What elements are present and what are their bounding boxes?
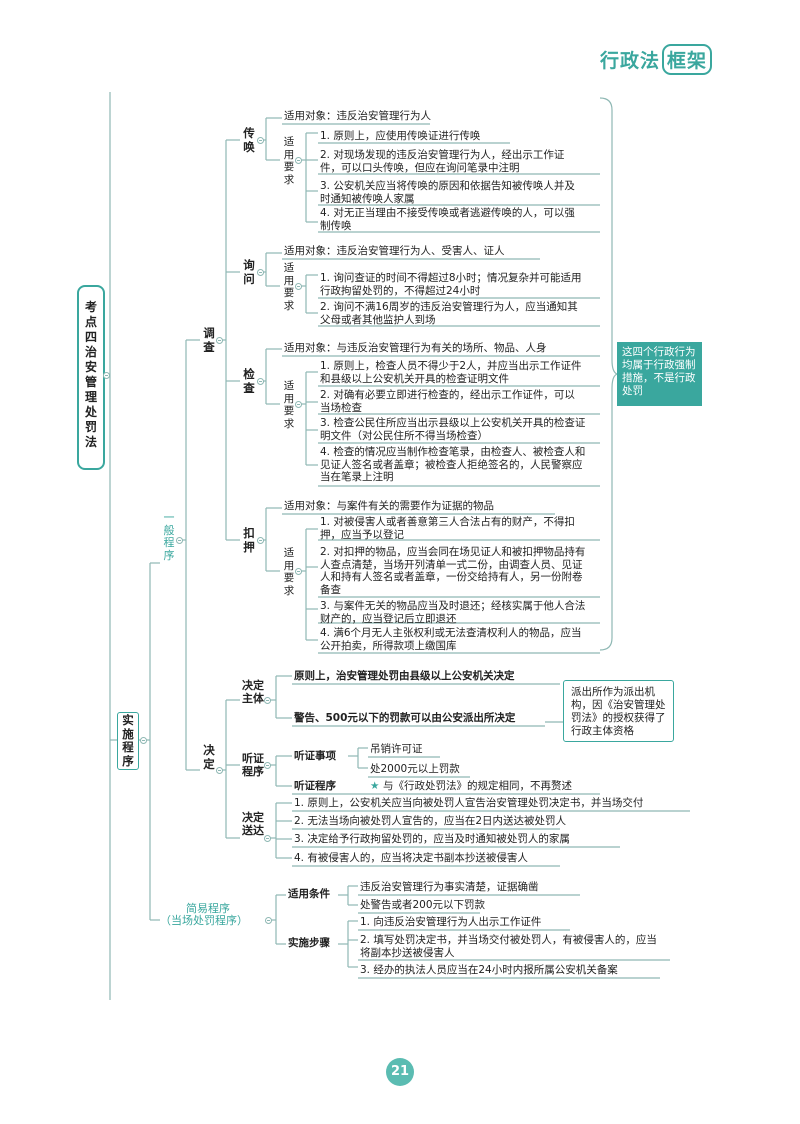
decision-label: 决定 bbox=[203, 743, 215, 771]
collapse-icon[interactable] bbox=[295, 157, 302, 164]
root-node: 实施程序 bbox=[122, 713, 134, 768]
seizure-item: 4. 满6个月无人主张权利或无法查清权利人的物品，应当公开拍卖，所得款项上缴国库 bbox=[320, 627, 582, 652]
inquiry-target: 适用对象：违反治安管理行为人、受害人、证人 bbox=[284, 245, 505, 257]
inquiry-label: 询问 bbox=[243, 258, 255, 286]
hearing-label: 听证程序 bbox=[242, 752, 264, 778]
police-station-callout: 派出所作为派出机构，因《治安管理处罚法》的授权获得了行政主体资格 bbox=[563, 680, 674, 742]
decision-subject-label: 决定主体 bbox=[242, 679, 264, 705]
summons-req-label: 适用要求 bbox=[283, 136, 295, 186]
inspection-target: 适用对象：与违反治安管理行为有关的场所、物品、人身 bbox=[284, 342, 547, 354]
hearing-matters-label: 听证事项 bbox=[294, 750, 336, 762]
collapse-icon[interactable] bbox=[140, 737, 147, 744]
decision-subject-exception: 警告、500元以下的罚款可以由公安派出所决定 bbox=[294, 712, 516, 724]
collapse-icon[interactable] bbox=[295, 283, 302, 290]
collapse-icon[interactable] bbox=[295, 568, 302, 575]
collapse-icon[interactable] bbox=[295, 401, 302, 408]
inspection-item: 3. 检查公民住所应当出示县级以上公安机关开具的检查证明文件（对公民住所不得当场… bbox=[320, 417, 586, 442]
simple-steps-label: 实施步骤 bbox=[288, 937, 330, 949]
simple-step: 1. 向违反治安管理行为人出示工作证件 bbox=[360, 916, 542, 928]
investigation-label: 调查 bbox=[203, 326, 215, 354]
delivery-item: 2. 无法当场向被处罚人宣告的，应当在2日内送达被处罚人 bbox=[294, 815, 567, 827]
inquiry-item: 1. 询问查证的时间不得超过8小时；情况复杂并可能适用行政拘留处罚的，不得超过2… bbox=[320, 272, 582, 297]
collapse-icon[interactable] bbox=[257, 269, 264, 276]
inspection-label: 检查 bbox=[243, 367, 255, 395]
delivery-item: 3. 决定给予行政拘留处罚的，应当及时通知被处罚人的家属 bbox=[294, 833, 570, 845]
summons-label: 传唤 bbox=[243, 126, 255, 154]
summons-item: 1. 原则上，应使用传唤证进行传唤 bbox=[320, 130, 481, 142]
inspection-req-label: 适用要求 bbox=[283, 380, 295, 430]
brand-text: 行政法 bbox=[600, 50, 661, 72]
collapse-icon[interactable] bbox=[257, 137, 264, 144]
delivery-item: 1. 原则上，公安机关应当向被处罚人宣告治安管理处罚决定书，并当场交付 bbox=[294, 797, 644, 809]
collapse-icon[interactable] bbox=[216, 767, 223, 774]
collapse-icon[interactable] bbox=[264, 762, 271, 769]
hearing-matter: 吊销许可证 bbox=[370, 743, 423, 755]
simple-condition: 违反治安管理行为事实清楚，证据确凿 bbox=[360, 881, 539, 893]
simple-step: 3. 经办的执法人员应当在24小时内报所属公安机关备案 bbox=[360, 964, 618, 976]
seizure-label: 扣押 bbox=[243, 526, 255, 554]
hearing-procedure-label: 听证程序 bbox=[294, 780, 336, 792]
star-icon: ★ bbox=[370, 780, 380, 792]
brand-box: 框架 bbox=[662, 44, 713, 75]
collapse-icon[interactable] bbox=[257, 537, 264, 544]
inquiry-req-label: 适用要求 bbox=[283, 262, 295, 312]
collapse-icon[interactable] bbox=[103, 372, 110, 379]
summons-item: 2. 对现场发现的违反治安管理行为人，经出示工作证件，可以口头传唤，但应在询问笔… bbox=[320, 149, 565, 174]
hearing-procedure: 与《行政处罚法》的规定相同，不再赘述 bbox=[383, 780, 572, 792]
summons-item: 4. 对无正当理由不接受传唤或者逃避传唤的人，可以强制传唤 bbox=[320, 207, 575, 232]
inquiry-item: 2. 询问不满16周岁的违反治安管理行为人，应当通知其父母或者其他监护人到场 bbox=[320, 301, 578, 326]
simple-program-sublabel: （当场处罚程序） bbox=[160, 914, 248, 927]
collapse-icon[interactable] bbox=[216, 337, 223, 344]
seizure-item: 1. 对被侵害人或者善意第三人合法占有的财产，不得扣押，应当予以登记 bbox=[320, 516, 575, 541]
seizure-item: 3. 与案件无关的物品应当及时退还；经核实属于他人合法财产的，应当登记后立即退还 bbox=[320, 600, 586, 625]
simple-condition: 处警告或者200元以下罚款 bbox=[360, 899, 486, 911]
inspection-item: 2. 对确有必要立即进行检查的，经出示工作证件，可以当场检查 bbox=[320, 389, 575, 414]
simple-step: 2. 填写处罚决定书，并当场交付被处罚人，有被侵害人的，应当将副本抄送被侵害人 bbox=[360, 934, 657, 959]
collapse-icon[interactable] bbox=[257, 378, 264, 385]
seizure-target: 适用对象：与案件有关的需要作为证据的物品 bbox=[284, 500, 494, 512]
enforcement-measures-callout: 这四个行政行为均属于行政强制措施，不是行政处罚 bbox=[617, 342, 702, 406]
collapse-icon[interactable] bbox=[264, 835, 271, 842]
general-program-label: 一般程序 bbox=[163, 511, 175, 562]
summons-target: 适用对象：违反治安管理行为人 bbox=[284, 110, 431, 122]
summons-item: 3. 公安机关应当将传唤的原因和依据告知被传唤人并及时通知被传唤人家属 bbox=[320, 180, 575, 205]
root-node-box bbox=[117, 712, 139, 770]
decision-subject-principle: 原则上，治安管理处罚由县级以上公安机关决定 bbox=[294, 670, 515, 682]
collapse-icon[interactable] bbox=[264, 697, 271, 704]
inspection-item: 4. 检查的情况应当制作检查笔录，由检查人、被检查人和见证人签名或者盖章；被检查… bbox=[320, 446, 586, 483]
page-title: 考点四 治安管理处罚法 bbox=[84, 300, 97, 449]
collapse-icon[interactable] bbox=[265, 917, 272, 924]
page-number: 21 bbox=[386, 1058, 414, 1086]
seizure-req-label: 适用要求 bbox=[283, 547, 295, 597]
hearing-matter: 处2000元以上罚款 bbox=[370, 763, 460, 775]
collapse-icon[interactable] bbox=[176, 537, 183, 544]
brand-logo: 行政法框架 bbox=[600, 44, 713, 75]
seizure-item: 2. 对扣押的物品，应当会同在场见证人和被扣押物品持有人查点清楚，当场开列清单一… bbox=[320, 546, 586, 596]
simple-program-label: 简易程序 bbox=[186, 902, 230, 915]
delivery-item: 4. 有被侵害人的，应当将决定书副本抄送被侵害人 bbox=[294, 852, 528, 864]
simple-conditions-label: 适用条件 bbox=[288, 888, 330, 900]
delivery-label: 决定送达 bbox=[242, 811, 264, 837]
inspection-item: 1. 原则上，检查人员不得少于2人，并应当出示工作证件和县级以上公安机关开具的检… bbox=[320, 360, 582, 385]
